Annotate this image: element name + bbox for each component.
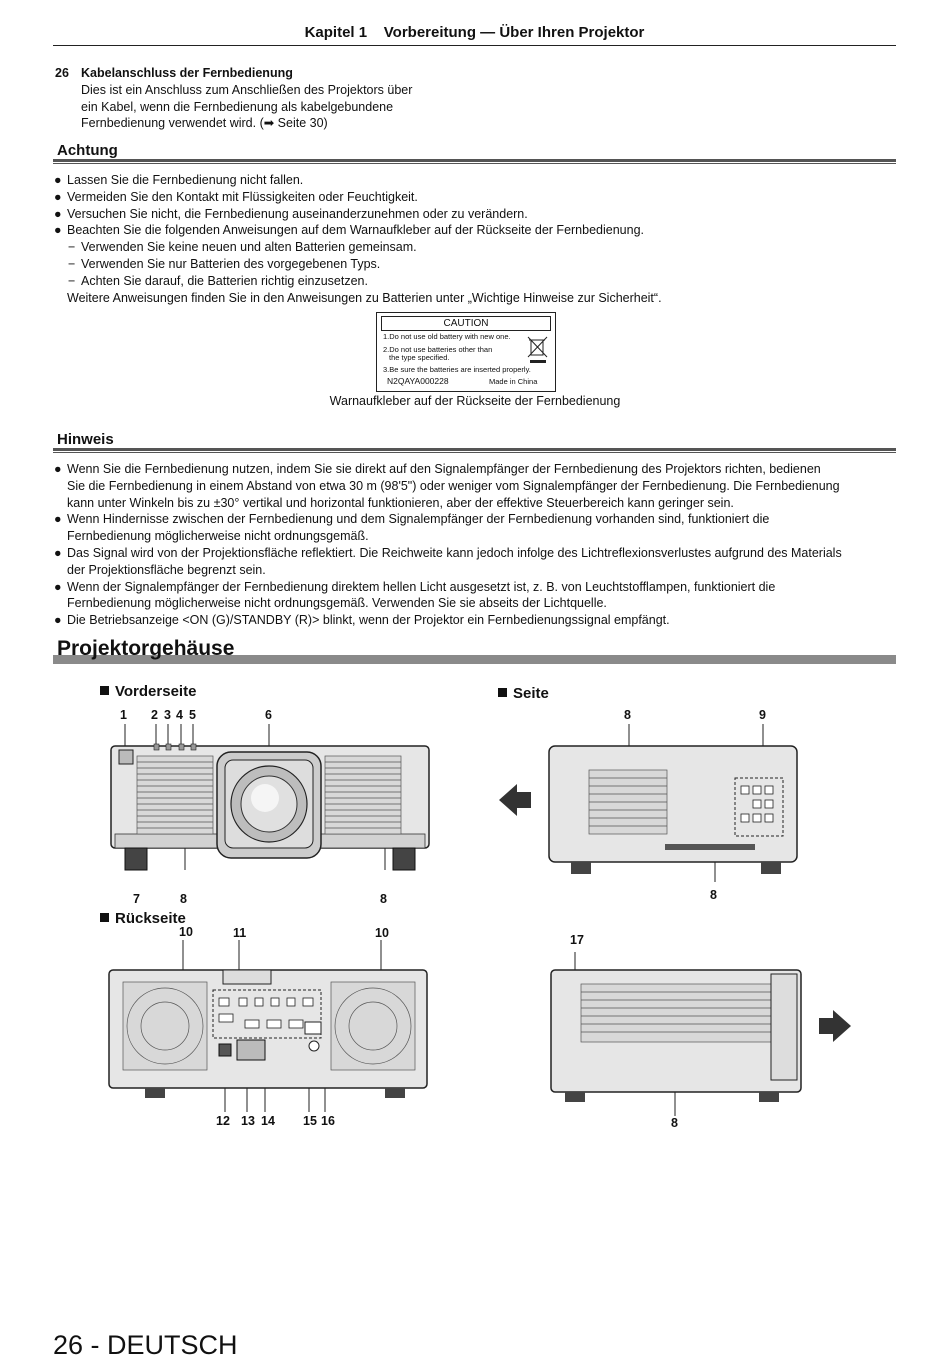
callout-number: 16 — [321, 1114, 335, 1128]
square-bullet-icon — [100, 686, 109, 695]
list-item: ●Lassen Sie die Fernbedienung nicht fall… — [54, 173, 304, 187]
callout-number: 9 — [759, 708, 766, 722]
callout-number: 8 — [671, 1116, 678, 1130]
item-26-line: Fernbedienung verwendet wird. (➡ Seite 3… — [81, 116, 328, 131]
callout-number: 11 — [233, 926, 247, 940]
side-view-heading: Seite — [498, 685, 549, 702]
list-item: ● Das Signal wird von der Projektionsflä… — [54, 545, 842, 577]
callout-number: 15 — [303, 1114, 317, 1128]
callout-number: 10 — [375, 926, 389, 940]
item-26-line: ein Kabel, wenn die Fernbedienung als ka… — [81, 99, 394, 114]
list-item: ● Die Betriebsanzeige <ON (G)/STANDBY (R… — [54, 613, 670, 628]
square-bullet-icon — [498, 688, 507, 697]
callout-number: 14 — [261, 1114, 275, 1128]
list-item: ● Wenn der Signalempfänger der Fernbedie… — [54, 579, 776, 611]
rear-view-heading: Rückseite — [100, 910, 186, 927]
caution-label: CAUTION 1.Do not use old battery with ne… — [376, 312, 556, 392]
callout-number: 7 — [133, 892, 140, 906]
callout-number: 4 — [176, 708, 183, 722]
achtung-note: Weitere Anweisungen finden Sie in den An… — [67, 290, 662, 305]
list-item: −Verwenden Sie keine neuen und alten Bat… — [68, 240, 417, 255]
hinweis-body: ● Wenn Sie die Fernbedienung nutzen, ind… — [53, 461, 896, 629]
callout-number: 6 — [265, 708, 272, 722]
projector-front-illustration — [110, 724, 430, 871]
projector-side-2-illustration — [550, 952, 851, 1116]
callout-number: 12 — [216, 1114, 230, 1128]
projector-rear-illustration — [108, 940, 428, 1112]
item-26-line: Dies ist ein Anschluss zum Anschließen d… — [81, 82, 413, 97]
callout-number: 3 — [164, 708, 171, 722]
item-26-block: Kabelanschluss der Fernbedienung Dies is… — [81, 65, 481, 132]
callout-number: 8 — [624, 708, 631, 722]
caution-line: 1.Do not use old battery with new one. — [383, 332, 511, 341]
item-26-number: 26 — [55, 66, 69, 80]
callout-number: 8 — [180, 892, 187, 906]
caution-caption: Warnaufkleber auf der Rückseite der Fern… — [329, 394, 621, 408]
callout-number: 8 — [710, 888, 717, 902]
caution-line: 3.Be sure the batteries are inserted pro… — [383, 365, 531, 374]
caution-label-title: CAUTION — [381, 316, 551, 331]
achtung-rule — [53, 159, 896, 164]
header-rule — [53, 45, 896, 46]
callout-number: 2 — [151, 708, 158, 722]
section-bar — [53, 655, 896, 664]
section-title: Projektorgehäuse — [57, 637, 235, 660]
callout-number: 5 — [189, 708, 196, 722]
list-item: ●Versuchen Sie nicht, die Fernbedienung … — [54, 206, 528, 221]
list-item: −Achten Sie darauf, die Batterien richti… — [68, 273, 368, 288]
achtung-body: ●Lassen Sie die Fernbedienung nicht fall… — [53, 172, 896, 306]
achtung-title: Achtung — [57, 142, 118, 159]
caution-code: N2QAYA000228 — [387, 376, 449, 386]
square-bullet-icon — [100, 913, 109, 922]
list-item: ● Wenn Sie die Fernbedienung nutzen, ind… — [54, 462, 840, 510]
item-26-title: Kabelanschluss der Fernbedienung — [81, 66, 293, 80]
hinweis-rule — [53, 448, 896, 453]
list-item: ●Vermeiden Sie den Kontakt mit Flüssigke… — [54, 189, 418, 204]
projector-side-illustration — [499, 724, 798, 882]
weee-bin-icon — [527, 336, 548, 363]
caution-line: the type specified. — [389, 353, 450, 362]
callout-number: 10 — [179, 925, 193, 939]
hinweis-title: Hinweis — [57, 431, 114, 448]
page-footer: 26 - DEUTSCH — [53, 1330, 238, 1360]
list-item: −Verwenden Sie nur Batterien des vorgege… — [68, 256, 381, 271]
callout-number: 1 — [120, 708, 127, 722]
callout-number: 13 — [241, 1114, 255, 1128]
callout-number: 8 — [380, 892, 387, 906]
front-view-heading: Vorderseite — [100, 683, 196, 700]
list-item: ● Wenn Hindernisse zwischen der Fernbedi… — [54, 512, 770, 544]
callout-number: 17 — [570, 933, 584, 947]
caution-line: 2.Do not use batteries other than — [383, 345, 493, 354]
caution-made: Made in China — [489, 377, 538, 386]
list-item: ●Beachten Sie die folgenden Anweisungen … — [54, 223, 644, 238]
chapter-header: Kapitel 1 Vorbereitung — Über Ihren Proj… — [304, 24, 645, 41]
